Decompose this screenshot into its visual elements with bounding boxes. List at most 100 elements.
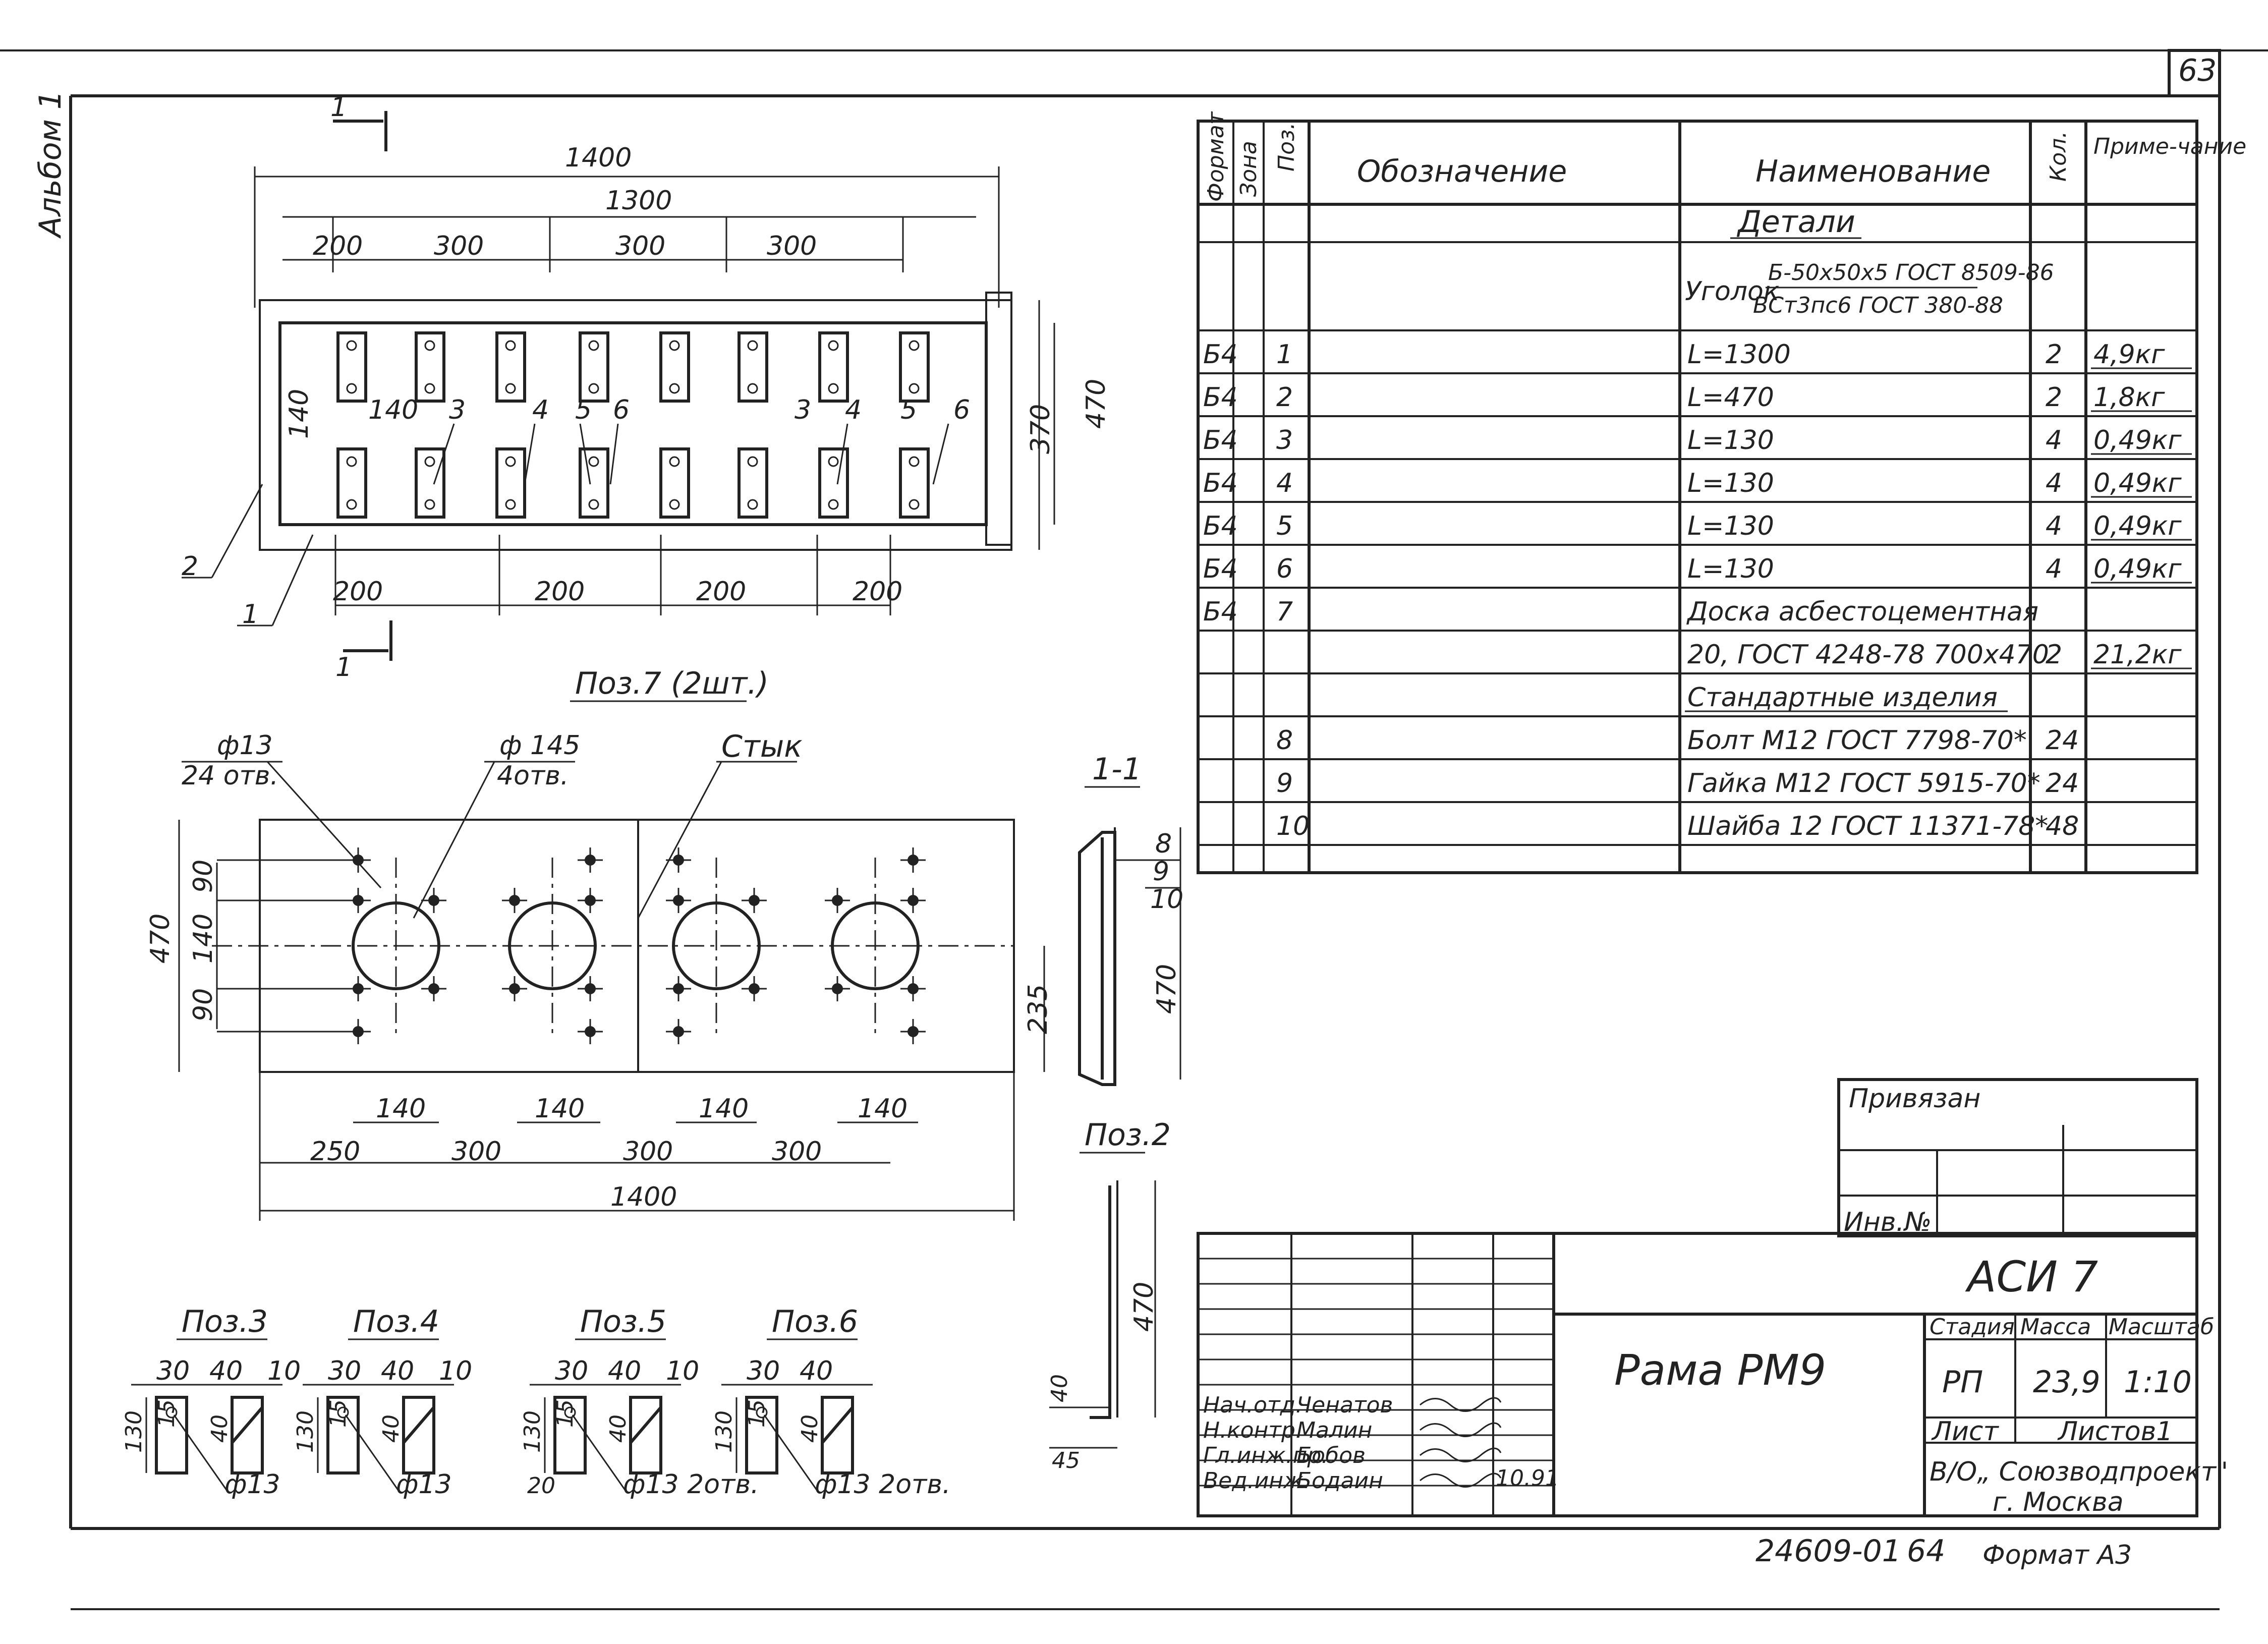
callout-6a: 6 [613,395,630,425]
spec-qty: 24 [2046,725,2079,756]
detail-dim-a: 30 [156,1356,190,1386]
detail-dim-b: 40 [608,1356,641,1386]
board-total: 1400 [610,1182,677,1212]
callout-3a: 3 [449,395,466,425]
detail-edge [629,1406,662,1444]
pitch-4: 140 [858,1094,908,1124]
bracket [738,447,768,519]
spec-name: 20, ГОСТ 4248-78 700х470 [1687,640,2049,670]
bolt-hole [909,456,920,467]
spec-name: L=1300 [1687,339,1791,370]
tb-code: АСИ 7 [1965,1252,2098,1301]
detail-title: Поз.6 [772,1304,858,1339]
dim-1300: 1300 [605,186,672,216]
tb-org-2: г. Москва [1993,1487,2124,1517]
bolt-hole [747,383,758,394]
bolt-hole [747,456,758,467]
bracket [899,331,930,403]
footer-page: 64 [1907,1534,1945,1569]
bracket [415,447,445,519]
bolt-hole [505,383,516,394]
bolt-hole [669,383,680,394]
bracket [579,331,609,403]
spec-format: Б4 [1203,468,1238,498]
hole-leader [173,1414,228,1491]
detail-hole-label: ф13 [396,1469,452,1500]
detail-title: Поз.5 [580,1304,666,1339]
dim-1400-top: 1400 [565,143,632,173]
bolt-hole [588,340,599,351]
tb-date: 10.91 [1496,1465,1559,1491]
bracket [495,447,526,519]
spec-note: 0,49кг [2093,425,2182,456]
tb-role: Н.контр. [1203,1418,1302,1443]
spec-format: Б4 [1203,554,1238,584]
dim-seg-3: 300 [615,231,665,261]
detail-dim-h: 130 [121,1410,147,1453]
dim-bot-2: 200 [535,577,585,607]
tb-mass-h: Масса [2020,1314,2091,1340]
section-mark-bottom: 1 [335,652,352,683]
spec-qty: 4 [2046,425,2062,456]
detail-flange [326,1396,360,1475]
spec-note: 0,49кг [2093,468,2182,498]
album-label: Альбом 1 [33,90,68,239]
bracket [415,331,445,403]
spec-pos: 5 [1276,511,1293,541]
spec-name: L=130 [1687,554,1774,584]
bolt-hole [588,383,599,394]
bolt-hole [424,340,435,351]
bolt-hole [828,456,839,467]
detail-leg [231,1396,264,1475]
bolt-hole [828,383,839,394]
spec-pos: 10 [1276,811,1310,841]
chain-300c: 300 [772,1137,822,1167]
detail-hole [756,1406,768,1419]
dim-bot-3: 200 [696,577,746,607]
spec-name: L=470 [1687,382,1774,413]
bracket [336,331,367,403]
bolt-hole [669,499,680,510]
tb-sheet-h: Лист [1931,1416,1999,1447]
pitch-3: 140 [699,1094,749,1124]
section-view: 1-1 8 9 10 470 [1078,752,1183,1086]
spec-note: 4,9кг [2093,339,2165,370]
hdr-format: Формат [1203,111,1229,202]
detail-title: Поз.3 [182,1304,268,1339]
spec-pos: 7 [1276,597,1293,627]
bolt-hole [747,499,758,510]
callout-5b: 5 [900,395,917,425]
tb-role: Гл.инж.пр. [1203,1443,1328,1468]
tb-mass: 23,9 [2033,1365,2101,1400]
dim-seg-1: 200 [313,231,363,261]
bolt-hole [828,499,839,510]
bolt-hole [346,340,357,351]
bolt-hole [346,499,357,510]
detail-dim-b: 40 [381,1356,414,1386]
holes-small-count: 24 отв. [182,761,278,791]
detail-hole [564,1406,576,1419]
tb-stage: РП [1942,1365,1983,1400]
detail-leg [402,1396,435,1475]
spec-pos: 8 [1276,725,1293,756]
spec-format: Б4 [1203,425,1238,456]
bracket [818,331,849,403]
detail-dim-d: 40 [378,1414,404,1443]
pitch-1: 140 [376,1094,426,1124]
detail-hole-label: ф13 [224,1469,280,1500]
detail-flange [553,1396,587,1475]
detail-dim-s: 15 [552,1399,578,1428]
spec-name: L=130 [1687,468,1774,498]
detail-edge [402,1406,435,1444]
spec-name: Гайка М12 ГОСТ 5915-70* [1687,768,2040,799]
spec-name: Болт М12 ГОСТ 7798-70* [1687,725,2027,756]
